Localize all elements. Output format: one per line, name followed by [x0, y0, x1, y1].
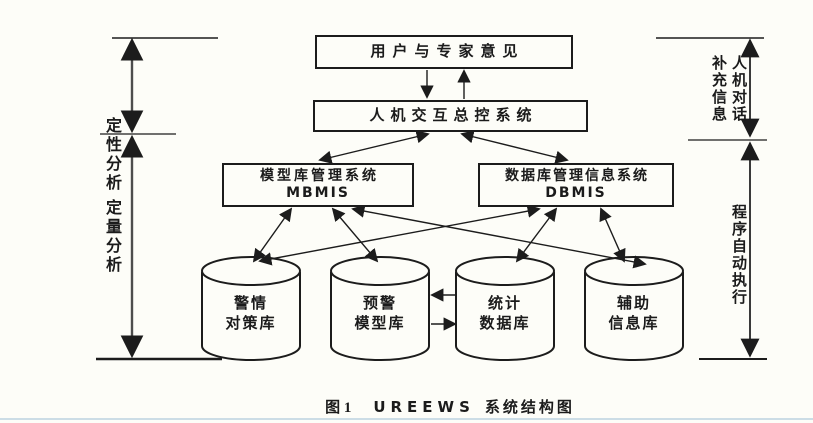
node-label-en: MBMIS [286, 185, 350, 201]
db-label-alert: 警情 对策库 [225, 296, 277, 333]
arrow-dbmis-cyl3 [515, 207, 558, 263]
right-measure [656, 37, 767, 360]
node-label-cn: 数据库管理信息系统 [505, 168, 649, 184]
node-hci-master-control: 人机交互总控系统 [313, 100, 588, 132]
label-qualitative-analysis: 定性分析 [103, 117, 120, 193]
left-measure [96, 37, 222, 361]
arrow-mbmis-cyl4 [351, 204, 647, 269]
arrow-dbmis-cyl1 [258, 204, 541, 266]
label-human-machine-dialog: 人机对话 [730, 55, 746, 123]
db-label-warning-model: 预警 模型库 [354, 296, 406, 333]
caption-title: 系统结构图 [484, 400, 575, 416]
node-label-en: DBMIS [545, 185, 607, 201]
arrow-hci-dbmis [460, 130, 569, 164]
page-bottom-rule [0, 418, 813, 420]
db-label-auxiliary: 辅助 信息库 [608, 296, 660, 333]
node-dbmis: 数据库管理信息系统 DBMIS [478, 163, 674, 207]
arrow-dbmis-cyl4 [599, 207, 626, 263]
db-label-statistics: 统计 数据库 [479, 296, 531, 333]
arrow-mbmis-cyl2 [331, 207, 379, 263]
database-cylinders [201, 256, 684, 361]
label-program-auto-execute: 程序自动执行 [730, 204, 746, 306]
node-label: 用户与专家意见 [370, 43, 525, 60]
arrow-hci-mbmis [318, 130, 430, 164]
label-supplementary-info: 补充信息 [710, 55, 726, 123]
arrow-mbmis-cyl1 [252, 207, 293, 263]
node-user-expert-opinion: 用户与专家意见 [315, 35, 573, 69]
node-mbmis: 模型库管理系统 MBMIS [222, 163, 414, 207]
label-quantitative-analysis: 定量分析 [103, 199, 120, 275]
cylinder-alert-db [201, 256, 301, 361]
node-label: 人机交互总控系统 [369, 107, 538, 124]
figure-caption: 图 1 UREEWS 系统结构图 [90, 396, 810, 417]
caption-fig-number: 图 1 [325, 400, 352, 416]
caption-acronym: UREEWS [373, 398, 475, 416]
node-label-cn: 模型库管理系统 [260, 168, 379, 184]
flow-arrows [252, 69, 647, 331]
